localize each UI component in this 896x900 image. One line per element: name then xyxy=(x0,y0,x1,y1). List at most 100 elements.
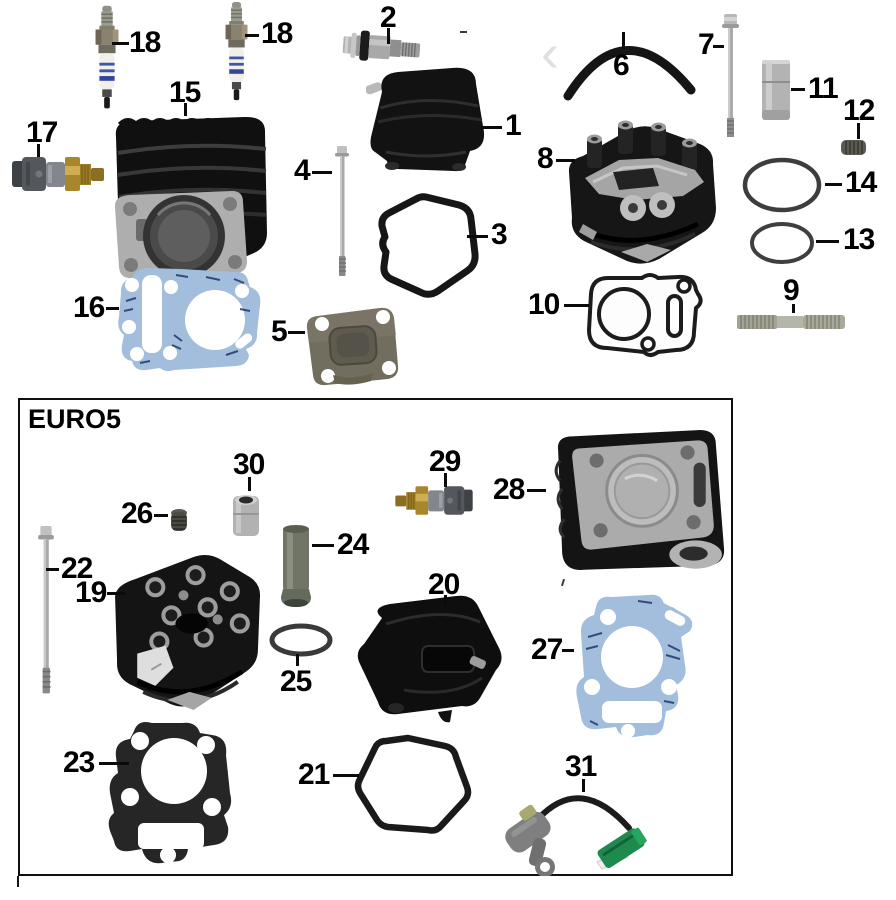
breather-bolt-icon xyxy=(342,25,426,69)
long-stud-bolt-icon xyxy=(334,146,350,278)
part-label-17: 17 xyxy=(26,116,58,149)
leader-line xyxy=(387,28,390,44)
leader-line xyxy=(816,240,839,243)
part-label-21: 21 xyxy=(298,758,330,791)
leader-line xyxy=(112,42,129,45)
part-label-9: 9 xyxy=(783,274,800,307)
o-ring-large-icon xyxy=(741,156,823,214)
leader-line xyxy=(99,762,129,765)
part-label-12: 12 xyxy=(843,94,875,127)
carousel-prev-icon[interactable]: ‹ xyxy=(541,23,559,83)
leader-line xyxy=(562,649,574,652)
cylinder-head-bolt-icon xyxy=(721,12,741,139)
part-label-1: 1 xyxy=(505,109,522,142)
leader-line xyxy=(312,544,334,547)
part-label-18: 18 xyxy=(129,26,161,59)
leader-line xyxy=(480,126,502,129)
o-ring-euro5-icon xyxy=(268,622,334,658)
part-label-31: 31 xyxy=(565,750,597,783)
cylinder-gasket-blue-euro5-icon xyxy=(568,588,698,744)
tappet-cover-icon xyxy=(303,305,401,387)
o-ring-small-icon xyxy=(748,220,816,266)
artifact-mark xyxy=(17,876,19,887)
spark-plug-icon xyxy=(88,4,126,112)
part-label-24: 24 xyxy=(337,528,369,561)
part-label-15: 15 xyxy=(169,76,201,109)
part-label-7: 7 xyxy=(698,28,715,61)
part-label-26: 26 xyxy=(121,497,153,530)
stud-bolt-icon xyxy=(737,308,845,335)
part-label-4: 4 xyxy=(294,154,311,187)
part-label-5: 5 xyxy=(271,315,288,348)
breather-hose-icon xyxy=(562,24,697,102)
set-screw-euro5-icon xyxy=(168,508,190,534)
spark-plug-cable-icon xyxy=(500,788,662,876)
leader-line xyxy=(713,45,724,48)
part-label-27: 27 xyxy=(531,633,563,666)
leader-line xyxy=(825,183,842,186)
part-label-6: 6 xyxy=(613,49,630,82)
part-label-16: 16 xyxy=(73,291,105,324)
set-screw-icon xyxy=(840,139,867,156)
part-label-3: 3 xyxy=(491,218,508,251)
leader-line xyxy=(622,32,625,49)
leader-line xyxy=(37,144,40,157)
head-cover-gasket-euro5-icon xyxy=(352,732,474,838)
leader-line xyxy=(245,34,259,37)
cylinder-head-cover-icon xyxy=(366,64,488,176)
part-label-25: 25 xyxy=(280,665,312,698)
leader-line xyxy=(248,477,251,491)
artifact-mark xyxy=(460,31,467,33)
long-bolt-icon xyxy=(37,526,55,696)
leader-line xyxy=(312,171,332,174)
leader-line xyxy=(184,103,187,116)
dowel-tube-icon xyxy=(760,58,792,124)
leader-line xyxy=(333,774,359,777)
leader-line xyxy=(296,654,299,666)
part-label-11: 11 xyxy=(808,72,839,105)
leader-line xyxy=(527,489,546,492)
part-label-14: 14 xyxy=(845,166,877,199)
head-gasket-euro5-icon xyxy=(104,716,240,868)
part-label-10: 10 xyxy=(528,288,560,321)
bushing-euro5-icon xyxy=(232,492,260,538)
leader-line xyxy=(106,307,119,310)
head-cover-gasket-icon xyxy=(374,192,486,300)
head-gasket-icon xyxy=(580,272,704,358)
cylinder-euro5-icon xyxy=(544,426,730,574)
leader-line xyxy=(582,779,585,792)
part-label-23: 23 xyxy=(63,746,95,779)
cylinder-head-icon xyxy=(563,112,718,267)
part-label-18: 18 xyxy=(261,17,293,50)
leader-line xyxy=(467,235,488,238)
part-label-29: 29 xyxy=(429,445,461,478)
cylinder-head-euro5-icon xyxy=(107,549,263,713)
leader-line xyxy=(107,592,125,595)
part-label-20: 20 xyxy=(428,568,460,601)
part-label-8: 8 xyxy=(537,142,554,175)
part-label-13: 13 xyxy=(843,223,875,256)
leader-line xyxy=(444,595,447,606)
part-label-2: 2 xyxy=(380,1,397,34)
temperature-sensor-euro5-icon xyxy=(386,482,482,519)
leader-line xyxy=(791,88,805,91)
dowel-tube-euro5-icon xyxy=(277,525,315,607)
leader-line xyxy=(46,568,59,571)
euro5-section-title: EURO5 xyxy=(28,404,122,434)
part-label-22: 22 xyxy=(61,552,93,585)
temperature-sensor-icon xyxy=(12,152,104,196)
spark-plug-icon xyxy=(218,2,255,102)
cylinder-head-cover-euro5-icon xyxy=(352,594,514,726)
part-label-19: 19 xyxy=(75,576,107,609)
cylinder-gasket-blue-icon xyxy=(116,265,262,373)
euro5-section-box xyxy=(18,398,733,876)
part-label-28: 28 xyxy=(493,473,525,506)
leader-line xyxy=(857,123,860,139)
leader-line xyxy=(564,304,589,307)
part-label-30: 30 xyxy=(233,448,265,481)
leader-line xyxy=(288,331,305,334)
cylinder-block-icon xyxy=(106,115,270,281)
leader-line xyxy=(444,473,447,487)
leader-line xyxy=(556,159,575,162)
